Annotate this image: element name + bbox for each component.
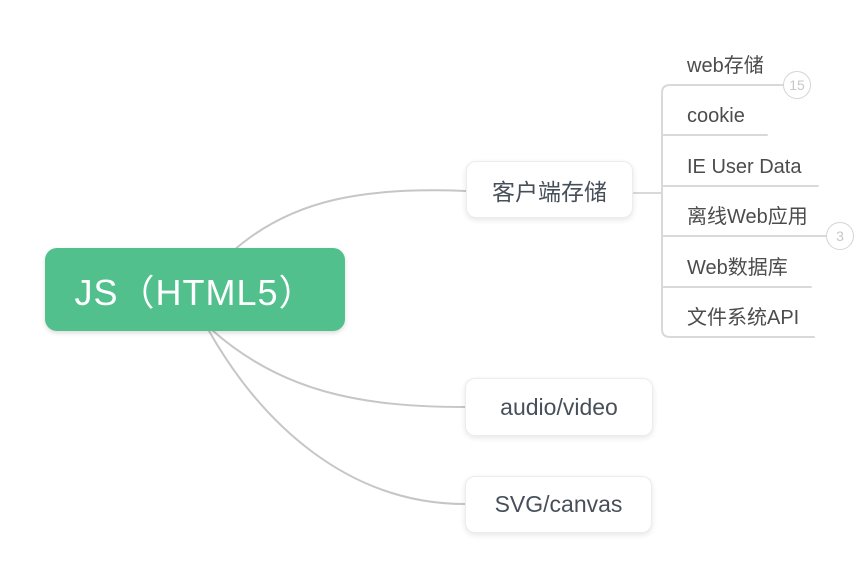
- node-client-storage[interactable]: 客户端存储: [466, 161, 633, 218]
- node-file-system-api[interactable]: 文件系统API: [687, 307, 800, 329]
- node-web-storage[interactable]: web存储: [687, 55, 764, 77]
- node-cookie[interactable]: cookie: [687, 105, 745, 127]
- node-svg-canvas[interactable]: SVG/canvas: [465, 476, 652, 533]
- collapsed-count-badge-web-storage[interactable]: 15: [783, 71, 811, 99]
- curve-root-to-client-storage: [231, 189, 467, 253]
- collapsed-count-badge-offline-web-app[interactable]: 3: [826, 222, 854, 250]
- node-web-database[interactable]: Web数据库: [687, 257, 788, 279]
- curve-root-to-audio-video: [211, 329, 466, 408]
- node-offline-web-app[interactable]: 离线Web应用: [687, 206, 808, 228]
- curve-root-to-svg-canvas: [208, 330, 466, 505]
- node-ie-user-data[interactable]: IE User Data: [687, 156, 802, 178]
- node-audio-video[interactable]: audio/video: [465, 378, 653, 436]
- node-root[interactable]: JS（HTML5）: [45, 248, 345, 331]
